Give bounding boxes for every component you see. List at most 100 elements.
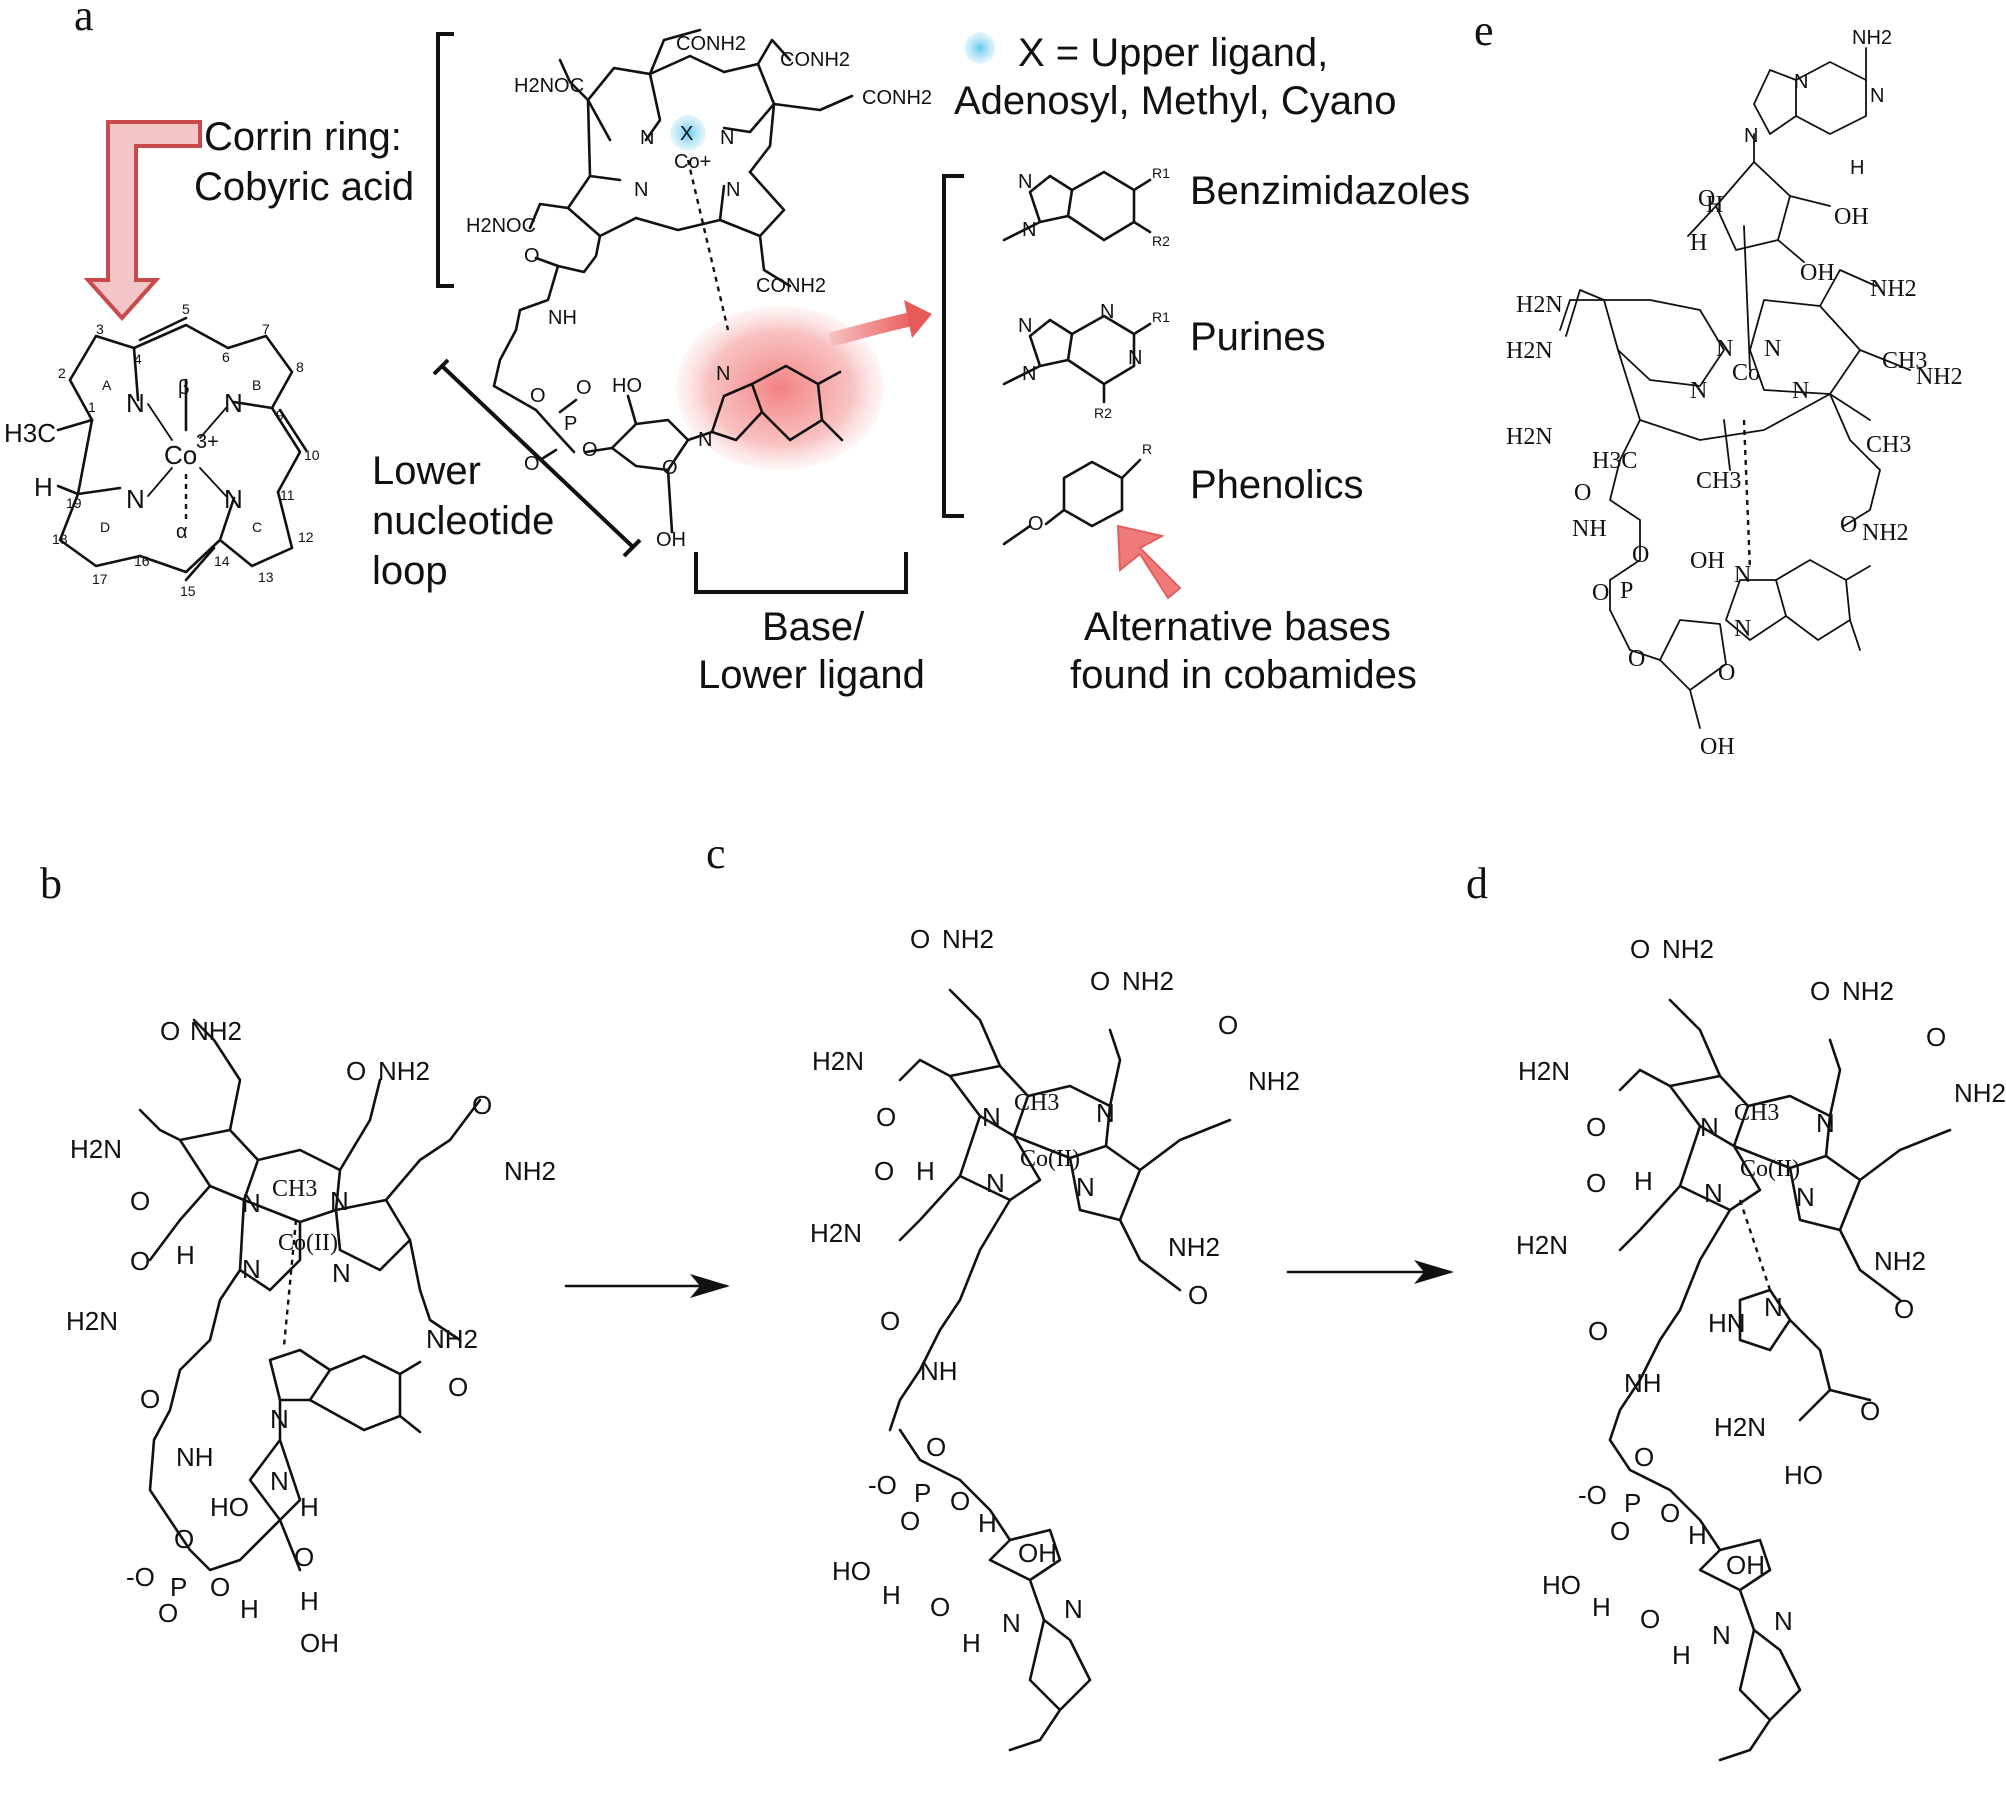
- e-n1: N: [1716, 336, 1733, 362]
- panel-e-structure: NH2 N N N H O OH OH H H N N N N Co H2N H…: [1506, 27, 1963, 760]
- corrin-n-c: N: [224, 484, 243, 514]
- pur-n4: N: [1128, 347, 1142, 369]
- bzi-n1: N: [1018, 171, 1032, 193]
- e-h2n-2: H2N: [1506, 338, 1553, 364]
- panel-letter-d: d: [1466, 859, 1488, 908]
- cbl-n3: N: [726, 179, 740, 201]
- corrin-n-a: N: [126, 388, 145, 418]
- ring-letter-d: D: [100, 519, 110, 535]
- panel-c-structure: O NH2 O NH2 O NH2 H2N O O H2N NH2 O CH3 …: [810, 924, 1300, 1752]
- pos-6: 6: [222, 349, 230, 365]
- alt-bases-line1: Alternative bases: [1084, 605, 1391, 649]
- c-o5: O: [874, 1156, 894, 1186]
- b-dmb-n2: N: [270, 1466, 289, 1496]
- c-o-minus: -O: [868, 1470, 897, 1500]
- e-rib2-oh: OH: [1690, 548, 1725, 574]
- e-po1: O: [1632, 542, 1649, 568]
- c-h-r3: H: [962, 1628, 981, 1658]
- pos-11: 11: [280, 487, 295, 503]
- cbl-o3: O: [524, 453, 540, 475]
- c-rib-o: O: [930, 1592, 950, 1622]
- d-ho: HO: [1542, 1570, 1581, 1600]
- e-n4: N: [1792, 378, 1809, 404]
- e-rib2-o: O: [1718, 660, 1735, 686]
- lower-loop-line1: Lower: [372, 449, 481, 493]
- bzi-r1: R1: [1152, 165, 1170, 181]
- d-rib-o: O: [1640, 1604, 1660, 1634]
- d-nh: NH: [1624, 1368, 1662, 1398]
- e-po3: O: [1628, 646, 1645, 672]
- c-oh: OH: [1018, 1538, 1057, 1568]
- c-p: P: [914, 1478, 931, 1508]
- e-rib2-oh2: OH: [1700, 734, 1735, 760]
- e-nh2-3: NH2: [1862, 520, 1909, 546]
- c-ho: HO: [832, 1556, 871, 1586]
- base-benzimidazoles: Benzimidazoles: [1190, 169, 1470, 213]
- b-ho: HO: [210, 1492, 249, 1522]
- b-ch3: CH3: [272, 1176, 317, 1202]
- c-nh: NH: [920, 1356, 958, 1386]
- c-dmb-n2: N: [1064, 1594, 1083, 1624]
- pos-4: 4: [134, 351, 142, 367]
- purine-structure: N N N N R1 R2: [1002, 301, 1170, 421]
- c-o3: O: [1218, 1010, 1238, 1040]
- cbl-o2: O: [576, 377, 592, 399]
- d-his-ho: HO: [1784, 1460, 1823, 1490]
- b-p: P: [170, 1572, 187, 1602]
- b-h2n-1: H2N: [70, 1134, 122, 1164]
- d-o3: O: [1926, 1022, 1946, 1052]
- d-his-o: O: [1860, 1396, 1880, 1426]
- b-o3: O: [472, 1090, 492, 1120]
- panel-letter-e: e: [1474, 6, 1494, 55]
- lower-loop-line2: nucleotide: [372, 499, 554, 543]
- d-o6: O: [1894, 1294, 1914, 1324]
- panel-letter-c: c: [706, 829, 726, 878]
- c-h2n-2: H2N: [810, 1218, 862, 1248]
- cbl-n2: N: [720, 127, 734, 149]
- pos-3: 3: [96, 321, 104, 337]
- b-o10: O: [210, 1572, 230, 1602]
- b-h-r3: H: [300, 1586, 319, 1616]
- e-nh2-1: NH2: [1870, 276, 1917, 302]
- alt-bases-line2: found in cobamides: [1070, 653, 1417, 697]
- c-h: H: [916, 1156, 935, 1186]
- d-nh2-2: NH2: [1842, 976, 1894, 1006]
- pos-19: 19: [66, 495, 82, 511]
- corrin-h: H: [34, 472, 53, 502]
- b-nh2-2: NH2: [378, 1056, 430, 1086]
- cbl-nh: NH: [548, 307, 577, 329]
- b-nh2-1: NH2: [190, 1016, 242, 1046]
- b-n2: N: [330, 1186, 349, 1216]
- d-o10: O: [1660, 1498, 1680, 1528]
- bases-bracket: [942, 174, 964, 518]
- e-adn-n2: N: [1870, 85, 1884, 107]
- d-o2: O: [1810, 976, 1830, 1006]
- e-o2: O: [1840, 512, 1857, 538]
- d-n4: N: [1796, 1182, 1815, 1212]
- d-oh: OH: [1726, 1550, 1765, 1580]
- d-nh2-1: NH2: [1662, 934, 1714, 964]
- panel-letter-b: b: [40, 859, 62, 908]
- e-nh: NH: [1572, 516, 1607, 542]
- c-h-r2: H: [882, 1580, 901, 1610]
- cbl-dmb-n2: N: [698, 429, 712, 451]
- pos-13: 13: [258, 569, 274, 585]
- pos-8: 8: [296, 359, 304, 375]
- e-ch3-1: CH3: [1882, 348, 1927, 374]
- b-co: Co(II): [278, 1230, 338, 1256]
- pos-9: 9: [276, 407, 284, 423]
- cobalamin-structure: X Co+ N N N N CONH2 CONH2 CONH2 CONH2 H2…: [466, 28, 932, 551]
- e-nh2-top: NH2: [1852, 27, 1892, 49]
- phenolic-structure: O R: [1002, 441, 1152, 546]
- base-phenolics: Phenolics: [1190, 463, 1363, 507]
- b-nh2-4: NH2: [426, 1324, 478, 1354]
- c-o8: O: [926, 1432, 946, 1462]
- cbl-h2noc-top: H2NOC: [514, 75, 584, 97]
- cbl-ho: HO: [612, 375, 642, 397]
- e-dmb-n1: N: [1734, 562, 1751, 588]
- cbl-conh2-bottom: CONH2: [756, 275, 826, 297]
- bzi-r2: R2: [1152, 233, 1170, 249]
- corrin-charge: 3+: [196, 431, 219, 453]
- e-ch3-2: CH3: [1866, 432, 1911, 458]
